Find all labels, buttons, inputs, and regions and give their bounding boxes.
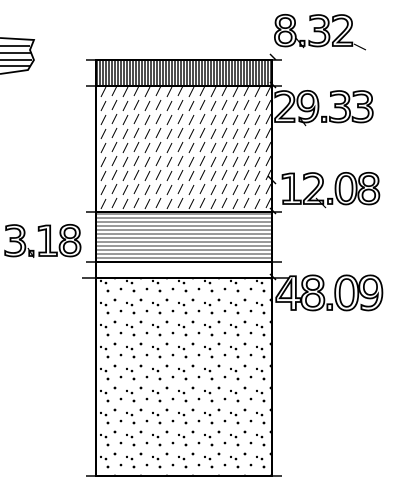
north-arrow-fragment [0, 37, 36, 75]
dimension-ticks [267, 53, 277, 281]
label-third: 12.08 [278, 165, 380, 214]
layer-horizontal-lines [95, 211, 273, 263]
layer-thin-blank [95, 261, 273, 279]
label-tick-marks [27, 37, 367, 259]
label-bottom: 48.09 [274, 267, 383, 321]
layer-diagonal-hatch [95, 85, 273, 213]
label-top: 8.32 [272, 7, 354, 56]
label-second: 29.33 [272, 83, 374, 132]
label-left: 3.18 [2, 217, 81, 266]
layer-top-vertical-hatch [95, 59, 273, 87]
layer-stipple [95, 277, 273, 477]
